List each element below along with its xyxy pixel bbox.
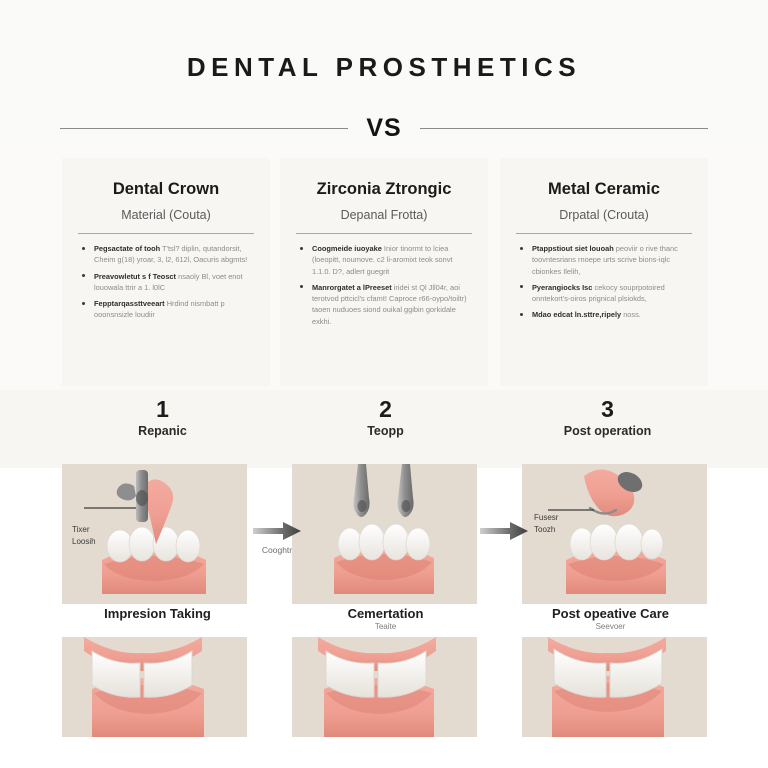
bullet-lead: Fepptarqassttveeart [94,299,165,309]
list-item: Ptappstiout siet louoah peoviir o rive t… [516,243,692,277]
caption-title: Post opeative Care [551,606,670,621]
card-title: Dental Crown [112,180,220,198]
versus-divider: VS [60,108,709,148]
illustration-panel-impression: Tixer Loosih [62,464,247,604]
comparison-card-metal-ceramic: Metal Ceramic Drpatal (Crouta) Ptappstio… [500,158,708,386]
comparison-section: Dental Crown Material (Couta) Pegsactate… [0,150,768,390]
list-item: Pyerangiocks Isc cekocy souprpotoired on… [516,282,692,305]
caption-cementation: Cemertation Teaite [278,606,493,631]
header: DENTAL PROSTHETICS VS [0,0,768,150]
bullet-body: nsaoly Bl, voet enot louowala ttrir a 1.… [94,271,243,292]
comparison-card-dental-crown: Dental Crown Material (Couta) Pegsactate… [62,158,270,386]
bullet-body: peoviir o rive thanc toovntesrians rnoep… [532,244,678,276]
comparison-card-zirconia: Zirconia Ztrongic Depanal Frotta) Coogme… [280,158,488,386]
step-number: 1 [156,396,169,422]
dental-result-illustration [548,637,666,737]
arrow-right-icon [253,522,301,540]
bullet-lead: Pegsactate of tooh [94,244,161,254]
callout-label-fused-tooth: Fusesr Toozh [534,513,559,534]
page-title: DENTAL PROSTHETICS [186,52,582,82]
illustration-panel-postoperative: Fusesr Toozh [522,464,707,604]
process-step-3-header: 3 Post operation [500,396,715,438]
caption-subtitle: Teaite [374,622,397,631]
process-step-1-header: 1 Repanic [55,396,270,438]
card-bullet-list: Pegsactate of tooh T'tsl? diplin, qutand… [78,243,254,321]
card-divider [516,233,692,235]
process-step-2-header: 2 Teopp [278,396,493,438]
dental-result-illustration [84,637,204,737]
card-divider [78,233,254,235]
process-arrow-1 [253,522,301,540]
step-number: 3 [601,396,614,422]
bullet-body: noss. [623,310,641,320]
bullet-body: cekocy souprpotoired onntekort's-oiros p… [532,282,665,304]
list-item: Manrorgatet a lPreeset iridei st Ql Jll0… [296,282,472,327]
card-bullet-list: Coogmeide iuoyake Inior tinormt to lciea… [296,243,472,327]
bullet-body: iridei st Ql Jll04r, aoi terotvod pttcic… [312,282,467,326]
list-item: Preavowletut s f Teosct nsaoly Bl, voet … [78,271,254,294]
list-item: Mdao edcat ln.sttre,ripely noss. [516,309,692,320]
step-label: Repanic [138,424,187,439]
list-item: Coogmeide iuoyake Inior tinormt to lciea… [296,243,472,277]
step-label: Teopp [367,424,404,439]
process-arrow-2 [480,522,528,540]
dental-cementation-illustration [334,464,434,594]
caption-title: Impresion Taking [104,606,211,621]
caption-impression-taking: Impresion Taking [50,606,265,622]
dental-impression-illustration [84,470,206,594]
caption-title: Cemertation [347,606,424,621]
bullet-lead: Ptappstiout siet louoah [532,244,614,254]
result-panel-impression [62,637,247,737]
arrow-right-icon [480,522,528,540]
bullet-body: Inior tinormt to lciea (loeopitt, noumov… [312,244,453,276]
result-panel-cementation [292,637,477,737]
bullet-lead: Preavowletut s f Teosct [94,271,177,281]
divider-rule-left [60,127,349,129]
card-subtitle: Drpatal (Crouta) [559,208,649,223]
step-number: 2 [379,396,392,422]
card-divider [296,233,472,235]
card-bullet-list: Ptappstiout siet louoah peoviir o rive t… [516,243,692,321]
divider-rule-right [419,127,709,129]
illustration-panel-cementation [292,464,477,604]
caption-post-operative-care: Post opeative Care Seevoer [503,606,718,631]
bullet-body: Hrdind nismbatt p ooonsnsizle loudiir [94,299,225,320]
dental-result-illustration [318,637,436,737]
list-item: Fepptarqassttveeart Hrdind nismbatt p oo… [78,298,254,321]
card-title: Metal Ceramic [548,180,660,198]
arrow-label-cooghtr: Cooghtr [261,545,293,555]
callout-label-fixer-tooth: Tixer Loosih [72,525,96,546]
list-item: Pegsactate of tooh T'tsl? diplin, qutand… [78,243,254,266]
bullet-lead: Mdao edcat ln.sttre,ripely [532,310,622,320]
process-steps-band: 1 Repanic 2 Teopp 3 Post operation [0,390,768,468]
card-subtitle: Material (Couta) [121,208,211,223]
dental-postoperative-illustration [548,469,666,594]
versus-label: VS [366,113,402,142]
bullet-lead: Coogmeide iuoyake [312,244,382,254]
card-title: Zirconia Ztrongic [316,180,452,198]
result-panel-postoperative [522,637,707,737]
bullet-lead: Manrorgatet a lPreeset [312,282,392,292]
card-subtitle: Depanal Frotta) [340,208,428,223]
bullet-body: T'tsl? diplin, qutandorsit, Cheim g(18) … [94,244,248,265]
caption-subtitle: Seevoer [595,622,626,631]
bullet-lead: Pyerangiocks Isc [532,282,593,292]
step-label: Post operation [563,424,652,439]
